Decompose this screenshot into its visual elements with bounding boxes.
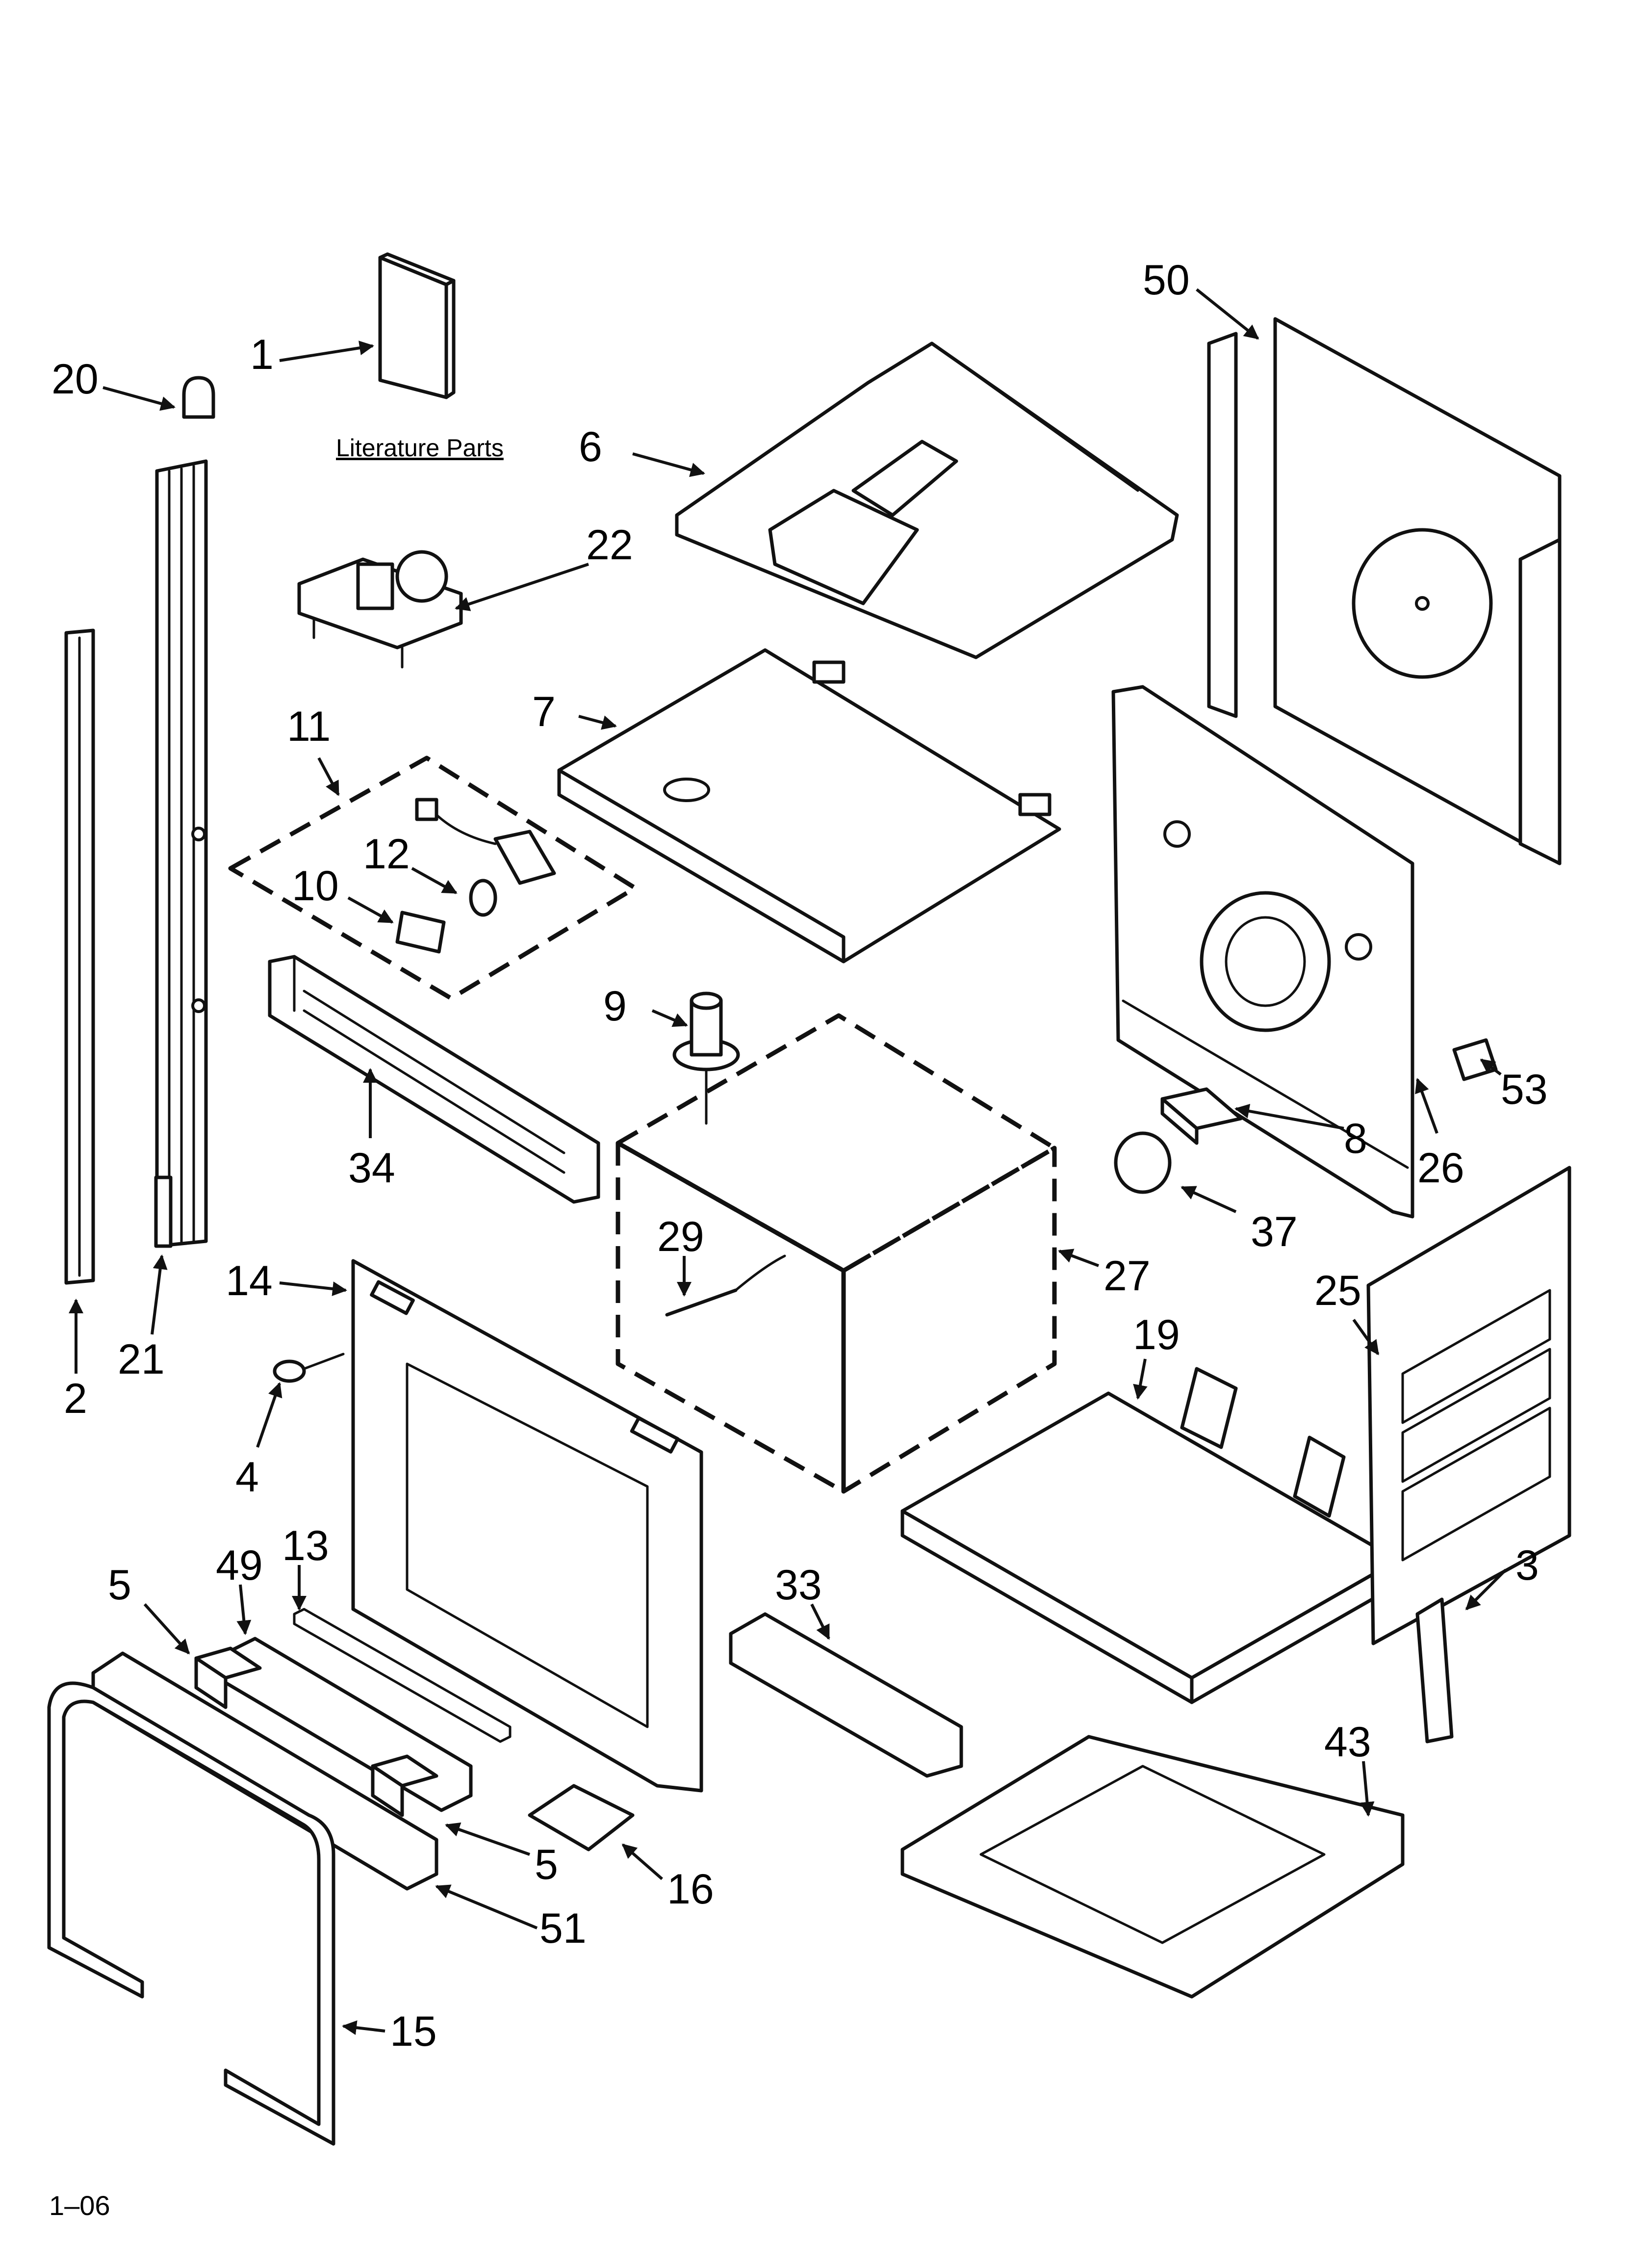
callout-51: 51 [539, 1905, 587, 1952]
callout-9: 9 [603, 983, 627, 1030]
callout-25: 25 [1314, 1267, 1361, 1314]
part-block-5-lower [371, 1754, 438, 1817]
callout-27: 27 [1103, 1252, 1151, 1300]
part-side-panel [1366, 1166, 1571, 1645]
part-cap [182, 376, 215, 419]
callout-8: 8 [1344, 1115, 1367, 1162]
part-hinge-bracket [1415, 1597, 1454, 1744]
callout-33: 33 [775, 1562, 822, 1609]
callout-22: 22 [586, 521, 633, 569]
callout-5-lower: 5 [535, 1841, 558, 1888]
callout-13: 13 [282, 1522, 329, 1569]
callout-5-upper: 5 [108, 1562, 131, 1609]
callout-6: 6 [579, 423, 602, 470]
part-thermal-switch [1114, 1131, 1172, 1194]
part-vent-panel [268, 955, 600, 1204]
part-screw [273, 1353, 345, 1383]
callout-34: 34 [348, 1145, 395, 1192]
part-latch-assembly [297, 550, 463, 669]
part-rear-panel [1207, 317, 1562, 865]
part-literature-booklet [378, 252, 456, 399]
literature-label: Literature Parts [336, 434, 504, 462]
part-small-bracket-53 [1452, 1038, 1498, 1081]
callout-16: 16 [667, 1866, 714, 1913]
callout-12: 12 [363, 831, 410, 878]
part-rail-33 [729, 1612, 963, 1778]
callout-53: 53 [1501, 1066, 1548, 1113]
callout-1: 1 [250, 331, 274, 378]
part-front-frame [351, 1259, 703, 1793]
callout-19: 19 [1133, 1311, 1180, 1358]
callout-20: 20 [51, 356, 99, 403]
callout-37: 37 [1251, 1208, 1298, 1255]
part-door-gasket [47, 1681, 335, 2146]
part-oven-cavity [616, 1013, 1057, 1494]
callout-numbers: 1 20 22 6 50 7 11 12 10 9 34 26 53 8 37 … [51, 257, 1548, 2055]
callout-26: 26 [1417, 1145, 1464, 1192]
part-block-5-upper [194, 1646, 262, 1709]
part-bracket-16 [528, 1784, 635, 1851]
part-sensor [665, 1254, 786, 1317]
part-block-8 [1160, 1087, 1243, 1145]
callout-14: 14 [226, 1257, 273, 1304]
part-side-channel [154, 459, 208, 1248]
callout-49: 49 [216, 1542, 263, 1589]
part-base-tray [900, 1735, 1405, 1999]
callout-29: 29 [657, 1213, 704, 1260]
callout-11: 11 [287, 703, 331, 750]
callout-21: 21 [118, 1336, 165, 1383]
part-convection-panel [1111, 685, 1414, 1219]
callout-7: 7 [532, 688, 556, 735]
part-top-duct-panel [675, 341, 1179, 659]
callout-4: 4 [235, 1454, 259, 1501]
leader-lines [69, 288, 1507, 2035]
callout-2: 2 [64, 1375, 87, 1422]
part-left-strip [64, 628, 95, 1285]
footer-code: 1–06 [49, 2190, 110, 2221]
callout-10: 10 [292, 862, 339, 910]
callout-50: 50 [1143, 257, 1190, 304]
part-bottom-panel [900, 1367, 1400, 1704]
part-thermostat [672, 991, 740, 1125]
part-light-kit [228, 756, 638, 1001]
callout-15: 15 [390, 2008, 437, 2055]
part-top-plate [557, 648, 1061, 964]
callout-43: 43 [1324, 1719, 1371, 1766]
callout-3: 3 [1515, 1542, 1539, 1589]
